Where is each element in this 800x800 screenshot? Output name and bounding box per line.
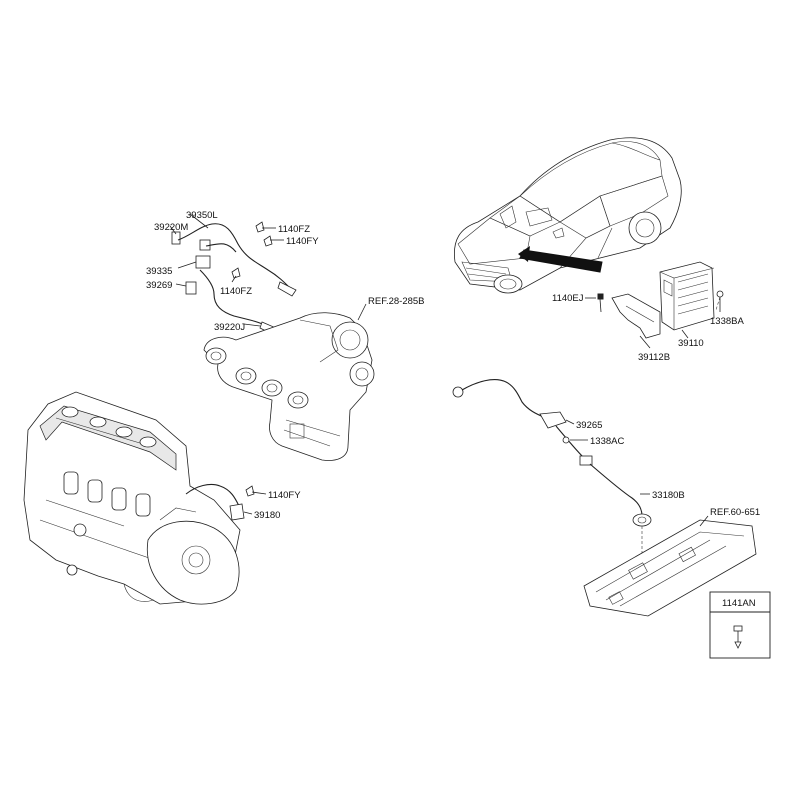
label-ref-60-651: REF.60-651 [710, 507, 760, 518]
part-labels: 39350L 39220M 1140FZ 1140FY 39335 39269 … [146, 210, 760, 609]
label-1141AN: 1141AN [722, 598, 756, 609]
label-39265: 39265 [576, 420, 602, 431]
label-39350L: 39350L [186, 210, 218, 221]
label-39112B: 39112B [638, 352, 670, 363]
label-39180: 39180 [254, 510, 280, 521]
label-39269: 39269 [146, 280, 172, 291]
label-1140FZ-top: 1140FZ [278, 224, 310, 235]
label-1338BA: 1338BA [710, 316, 744, 327]
label-39335: 39335 [146, 266, 172, 277]
engine-block [23, 391, 267, 605]
sensor-harness [452, 379, 652, 560]
label-1140FY-engine: 1140FY [268, 490, 301, 501]
label-39110: 39110 [678, 338, 704, 349]
label-1140EJ: 1140EJ [552, 293, 584, 304]
clip-icon [733, 625, 743, 649]
floor-panel [583, 515, 757, 617]
oxygen-sensor-assembly [169, 213, 297, 335]
label-ref-28-285B: REF.28-285B [368, 296, 425, 307]
ecu-module [585, 261, 724, 349]
label-39220J: 39220J [214, 322, 245, 333]
label-1140FZ-mid: 1140FZ [220, 286, 252, 297]
exhaust-manifold [203, 303, 375, 461]
label-1140FY-top: 1140FY [286, 236, 319, 247]
label-39220M: 39220M [154, 222, 188, 233]
part-1141AN-inset [709, 591, 771, 659]
label-1338AC: 1338AC [590, 436, 624, 447]
label-33180B: 33180B [652, 490, 685, 501]
vehicle-illustration [453, 137, 682, 294]
